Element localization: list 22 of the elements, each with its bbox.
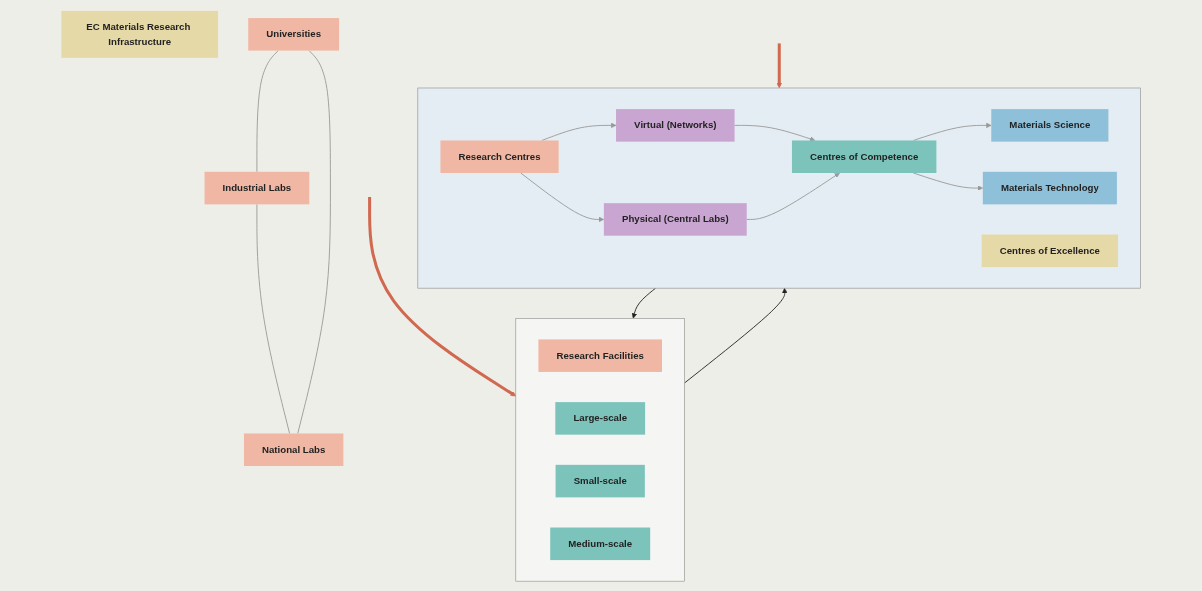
cluster <box>417 87 1141 288</box>
cluster <box>515 317 685 581</box>
node-box: Centres of Excellence <box>981 234 1119 267</box>
node-box: Research Facilities <box>538 338 662 372</box>
node-box: Virtual (Networks) <box>616 108 735 142</box>
node-box: Small-scale <box>555 464 645 497</box>
node-box: Industrial Labs <box>204 171 310 204</box>
connector <box>297 49 331 434</box>
node-box: EC Materials Research Infrastructure <box>61 10 219 58</box>
node-box: National Labs <box>243 432 344 466</box>
arrow <box>368 196 517 396</box>
node-box: Medium-scale <box>550 527 651 560</box>
node-box: Materials Technology <box>982 171 1117 204</box>
arrow <box>776 42 782 88</box>
node-box: Large-scale <box>555 401 646 435</box>
node-box: Physical (Central Labs) <box>603 202 747 236</box>
node-box: Materials Science <box>991 108 1109 142</box>
node-box: Universities <box>248 17 340 51</box>
node-box: Centres of Competence <box>791 139 937 173</box>
node-box: Research Centres <box>440 139 559 173</box>
connector <box>256 203 291 434</box>
connector <box>256 49 279 172</box>
